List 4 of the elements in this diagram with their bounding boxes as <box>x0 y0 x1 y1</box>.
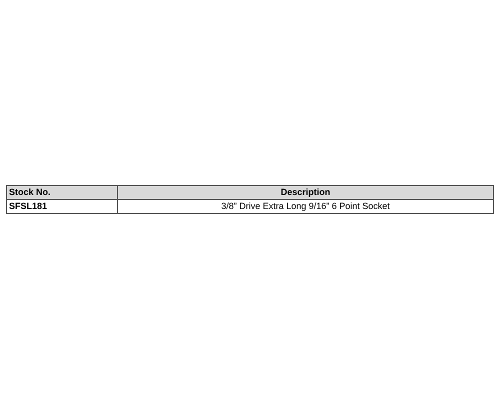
column-header: Description <box>118 186 494 200</box>
description-cell: 3/8” Drive Extra Long 9/16” 6 Point Socket <box>118 200 494 214</box>
stock-number-cell: SFSL181 <box>6 200 118 214</box>
column-header: Stock No. <box>6 186 118 200</box>
